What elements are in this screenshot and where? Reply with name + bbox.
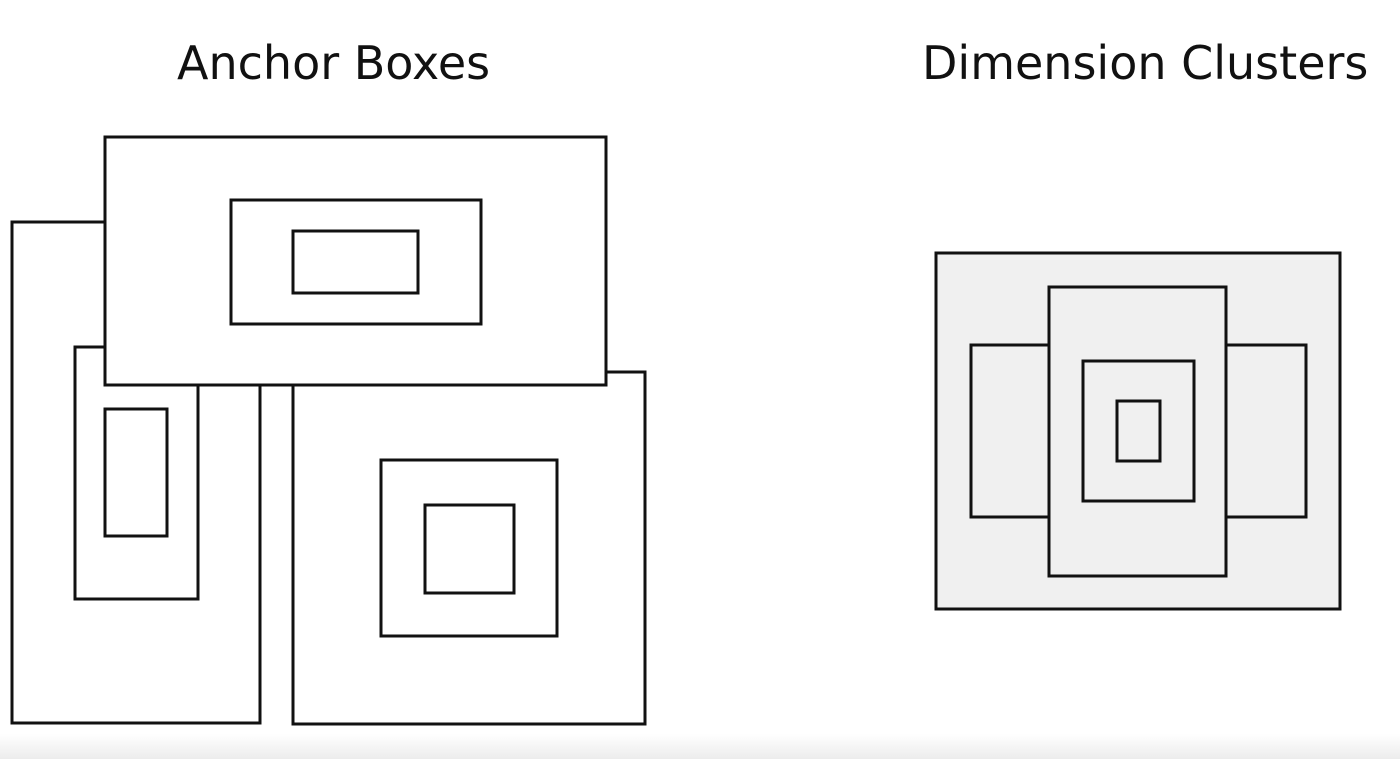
- anchor-boxes-title: Anchor Boxes: [177, 36, 491, 90]
- anchor-wide-inner: [291, 229, 420, 295]
- dimension-clusters-group: [934, 251, 1342, 611]
- anchor-square-inner: [423, 503, 516, 595]
- bottom-fade: [0, 734, 1400, 759]
- cluster-small: [1115, 399, 1162, 463]
- anchor-group-wide: [103, 135, 608, 387]
- anchor-tall-inner: [103, 407, 169, 538]
- anchor-group-tall: [10, 220, 262, 725]
- anchor-group-square: [291, 370, 647, 726]
- dimension-clusters-title: Dimension Clusters: [922, 36, 1369, 90]
